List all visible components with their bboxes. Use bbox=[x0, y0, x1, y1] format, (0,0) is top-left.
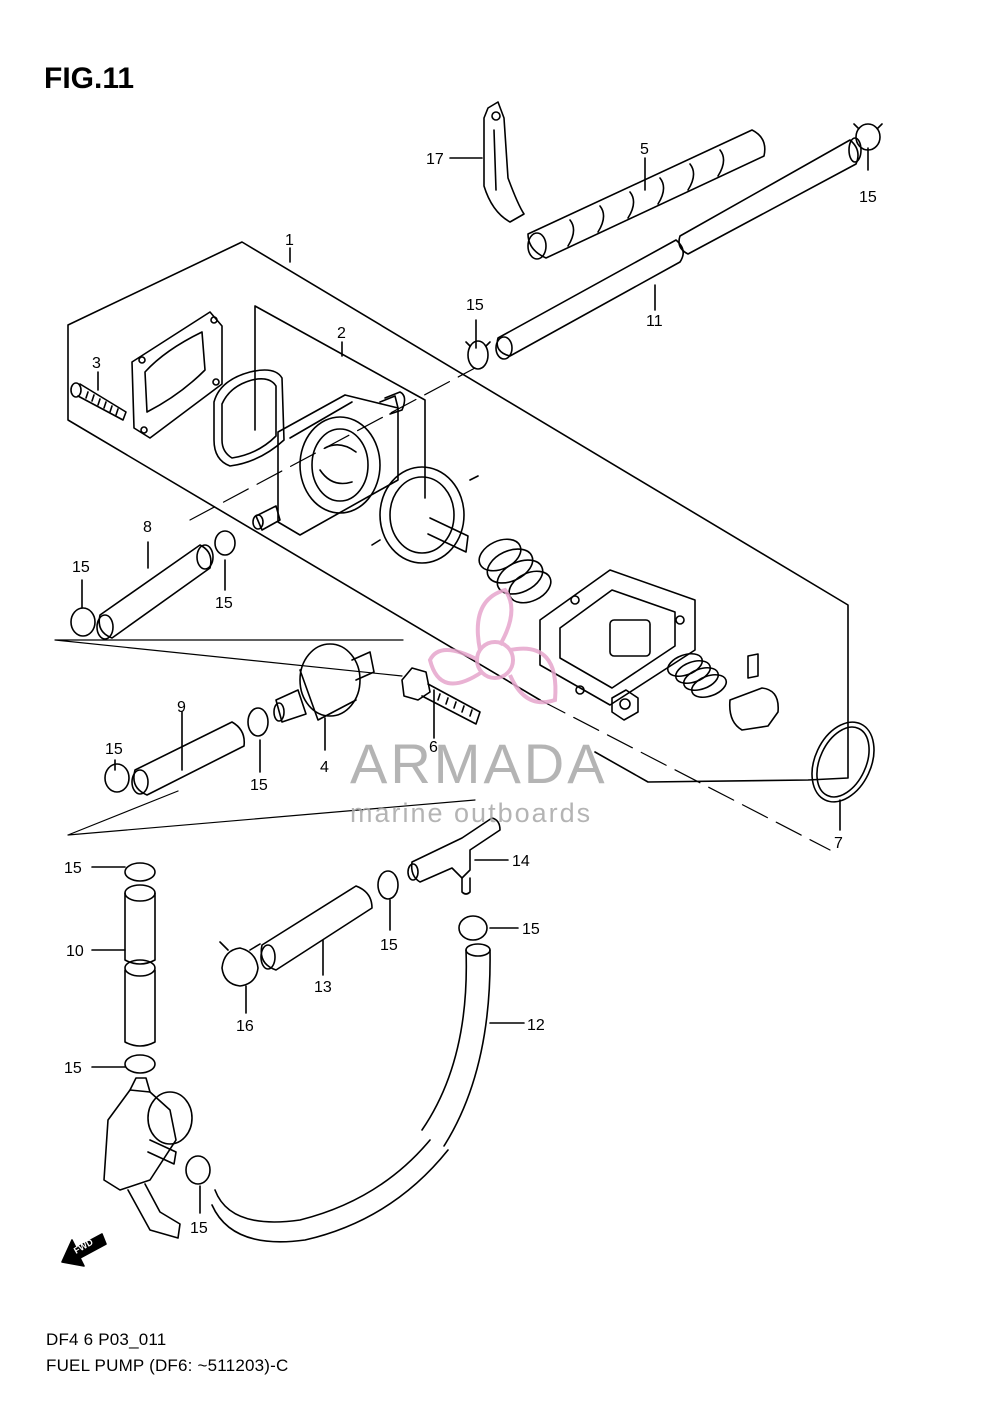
callout-17: 17 bbox=[426, 151, 444, 168]
cover-plate bbox=[131, 311, 223, 439]
spring-large bbox=[478, 538, 552, 604]
callout-8: 8 bbox=[143, 519, 152, 536]
callout-15-b: 15 bbox=[466, 297, 484, 314]
screw-part-3 bbox=[70, 382, 127, 421]
pin bbox=[747, 653, 759, 679]
callout-15-e: 15 bbox=[105, 741, 123, 758]
callout-5: 5 bbox=[640, 141, 649, 158]
callout-4: 4 bbox=[320, 759, 329, 776]
callout-11: 11 bbox=[646, 313, 663, 330]
bracket-17 bbox=[483, 101, 525, 223]
callout-15-d: 15 bbox=[215, 595, 233, 612]
fuel-hose-8 bbox=[96, 544, 214, 640]
fuel-hose-9 bbox=[131, 721, 246, 796]
clip-15-g bbox=[185, 1155, 211, 1185]
callout-3: 3 bbox=[92, 355, 101, 372]
figure-code: DF4 6 P03_011 bbox=[46, 1330, 167, 1349]
figure-description: FUEL PUMP (DF6: ~511203)-C bbox=[46, 1356, 289, 1375]
diaphragm bbox=[371, 466, 479, 564]
callout-14: 14 bbox=[512, 853, 530, 870]
pump-body bbox=[252, 391, 406, 536]
fuel-hose-10 bbox=[124, 862, 156, 1074]
protector-hose-5 bbox=[527, 129, 766, 260]
spring-small bbox=[666, 652, 728, 699]
clip-15-b bbox=[467, 340, 489, 370]
callout-2: 2 bbox=[337, 325, 346, 342]
assembly-outline-2 bbox=[254, 305, 426, 499]
clamp-16 bbox=[219, 941, 261, 987]
fuel-hose-12 bbox=[211, 943, 491, 1243]
bolt-part-6 bbox=[401, 667, 481, 725]
watermark: ARMADA marine outboards bbox=[350, 587, 608, 828]
plunger bbox=[728, 687, 779, 731]
callout-12: 12 bbox=[527, 1017, 545, 1034]
clip-15-h bbox=[377, 870, 399, 900]
watermark-tagline: marine outboards bbox=[350, 798, 592, 828]
clip-15-f bbox=[247, 707, 269, 737]
callout-15-f: 15 bbox=[250, 777, 268, 794]
watermark-brand: ARMADA bbox=[350, 732, 608, 795]
callout-10: 10 bbox=[66, 943, 84, 960]
callout-15-a: 15 bbox=[859, 189, 877, 206]
fuel-hose-11 bbox=[495, 137, 862, 360]
callout-16: 16 bbox=[236, 1018, 254, 1035]
o-ring-7 bbox=[811, 721, 875, 803]
callout-15-g: 15 bbox=[64, 860, 82, 877]
fwd-arrow bbox=[61, 1233, 107, 1267]
gasket bbox=[213, 369, 285, 467]
callout-15-k: 15 bbox=[190, 1220, 208, 1237]
clip-15-c bbox=[70, 607, 96, 637]
pump-cover bbox=[539, 569, 696, 706]
center-axis bbox=[189, 367, 831, 851]
callout-15-i: 15 bbox=[522, 921, 540, 938]
callout-15-h: 15 bbox=[380, 937, 398, 954]
clip-15-a bbox=[855, 123, 881, 151]
callout-15-j: 15 bbox=[64, 1060, 82, 1077]
callout-7: 7 bbox=[834, 835, 843, 852]
callout-6: 6 bbox=[429, 739, 438, 756]
assembly-outline-1 bbox=[67, 241, 849, 783]
fuel-cock bbox=[103, 1077, 193, 1239]
clip-15-d bbox=[214, 530, 236, 556]
fuel-hose-13 bbox=[260, 885, 373, 971]
callout-1: 1 bbox=[285, 232, 294, 249]
fuel-filter-part-4 bbox=[273, 643, 375, 723]
callout-15-c: 15 bbox=[72, 559, 90, 576]
figure-title: FIG.11 bbox=[44, 62, 135, 95]
t-joint-14 bbox=[407, 817, 501, 895]
nut bbox=[611, 689, 639, 721]
clip-15-i bbox=[458, 915, 488, 941]
callout-13: 13 bbox=[314, 979, 332, 996]
callout-9: 9 bbox=[177, 699, 186, 716]
clip-15-e bbox=[104, 763, 130, 793]
watermark-logo bbox=[427, 587, 558, 705]
